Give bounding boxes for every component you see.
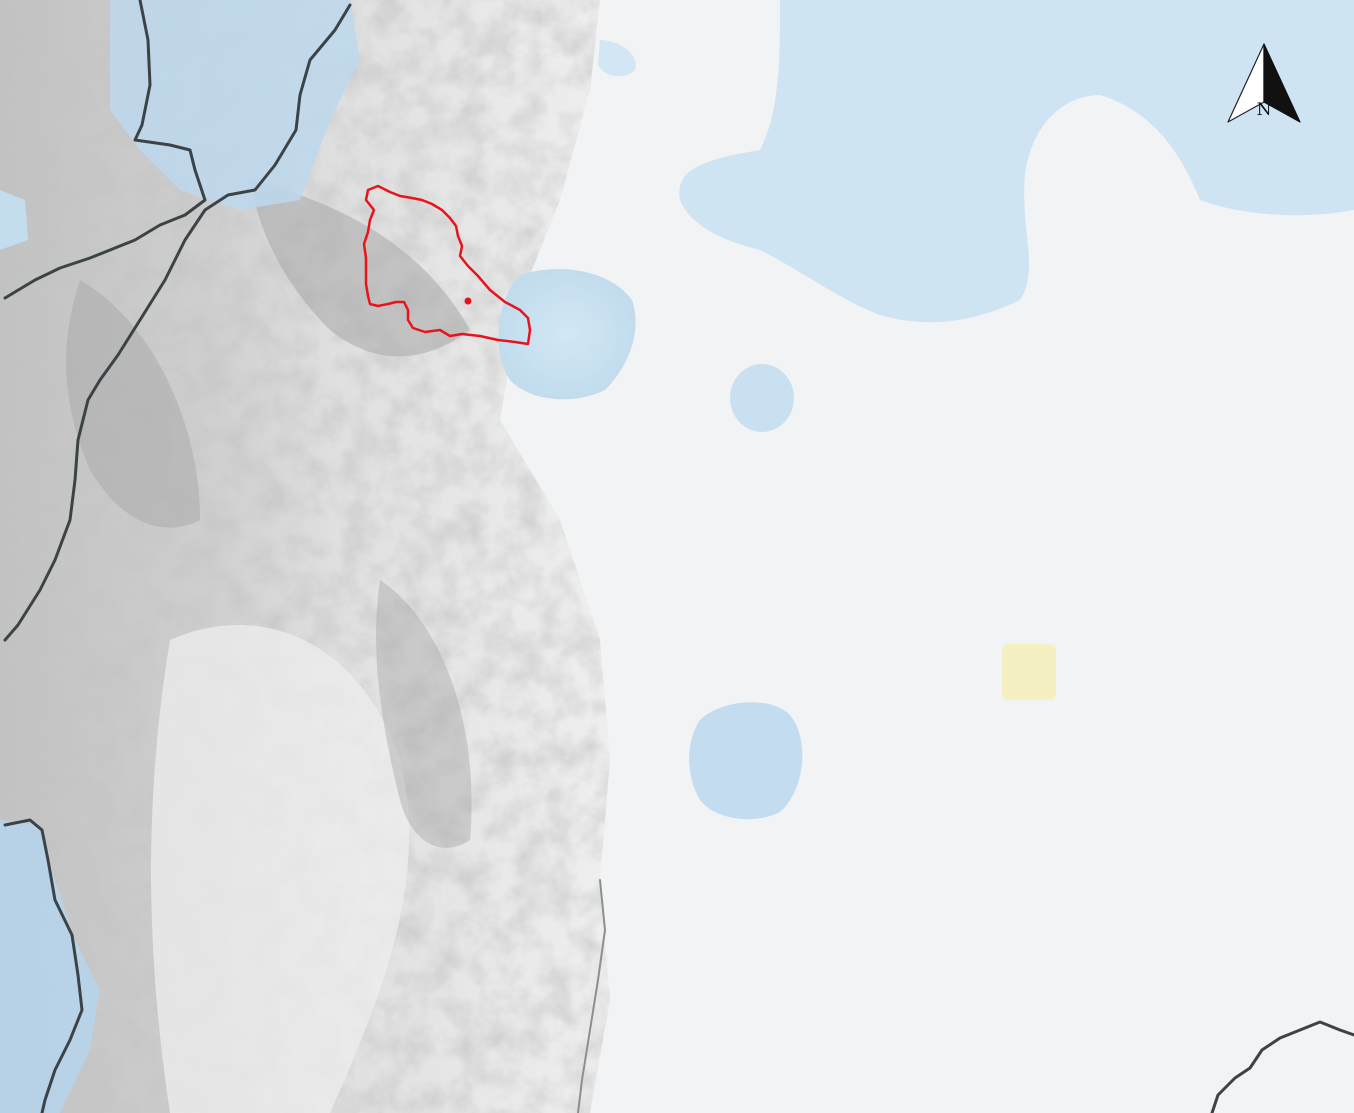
site-marker[interactable] [464, 297, 472, 305]
terrain-relief [0, 0, 610, 1113]
north-arrow: N [1218, 40, 1310, 132]
lake-central [498, 268, 636, 400]
boundary-line-west [3, 3, 352, 642]
lake-small [730, 364, 794, 432]
lake-south [689, 702, 803, 820]
water-southwest [0, 820, 100, 1113]
boundary-line-south [577, 879, 606, 1113]
water-northwest [110, 0, 360, 210]
boundary-line-southeast [1210, 1020, 1354, 1113]
lake-northeast [679, 0, 1354, 323]
boundary-line-northwest [3, 0, 207, 300]
study-area-outline[interactable] [362, 184, 532, 346]
boundary-line-southwest [3, 818, 84, 1113]
highlight-patch [1002, 644, 1056, 700]
north-label: N [1256, 100, 1272, 120]
administrative-boundaries [3, 0, 1354, 1113]
north-arrow-icon [1227, 43, 1301, 123]
